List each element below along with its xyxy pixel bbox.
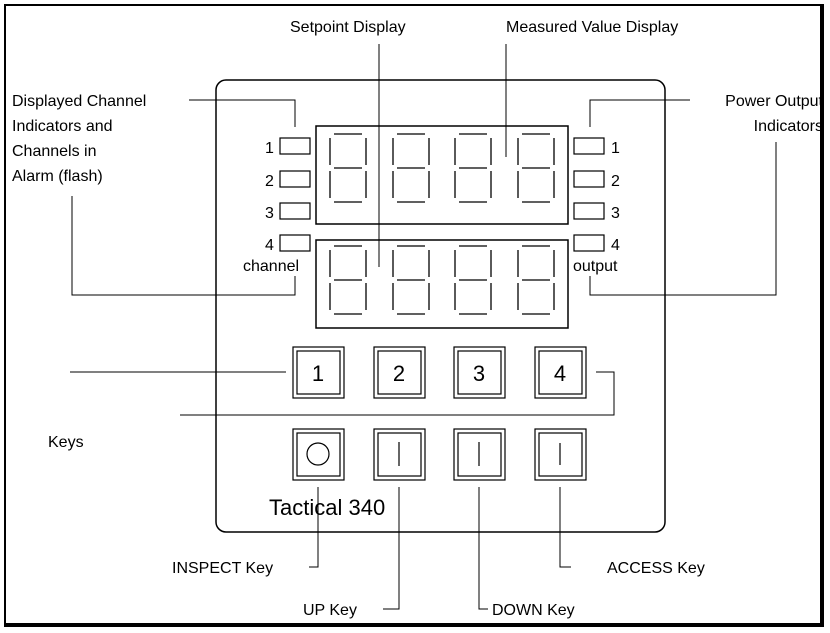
circle-icon <box>306 442 330 466</box>
up-key[interactable] <box>373 428 426 481</box>
up-leader <box>383 487 400 610</box>
key-2[interactable]: 2 <box>373 346 426 399</box>
key-2-label: 2 <box>393 361 405 386</box>
inspect-key-label: INSPECT Key <box>172 560 273 577</box>
keys-label: Keys <box>48 434 84 451</box>
access-key-label: ACCESS Key <box>607 560 705 577</box>
up-key-label: UP Key <box>303 602 357 619</box>
channel-word: channel <box>243 258 299 275</box>
access-key[interactable] <box>534 428 587 481</box>
output-indicators: 1 2 3 4 output <box>573 137 620 275</box>
channel-led-2 <box>279 170 311 188</box>
power-output-label-2: Indicators <box>754 118 823 135</box>
key-4[interactable]: 4 <box>534 346 587 399</box>
displayed-channel-label-4: Alarm (flash) <box>12 168 103 185</box>
channel-leader-bottom <box>71 196 296 296</box>
channel-leader-top <box>189 99 296 127</box>
key-3[interactable]: 3 <box>453 346 506 399</box>
diagram-frame <box>4 4 824 627</box>
output-number-3: 3 <box>611 205 620 222</box>
channel-number-4: 4 <box>265 237 274 254</box>
channel-number-3: 3 <box>265 205 274 222</box>
access-leader <box>559 487 571 568</box>
channel-number-2: 2 <box>265 173 274 190</box>
displayed-channel-label-3: Channels in <box>12 143 97 160</box>
channel-led-3 <box>279 202 311 220</box>
down-leader <box>478 487 488 610</box>
key-4-label: 4 <box>554 361 566 386</box>
channel-number-1: 1 <box>265 140 274 157</box>
digit-segments <box>329 133 555 315</box>
down-key[interactable] <box>453 428 506 481</box>
key-1-label: 1 <box>312 361 324 386</box>
output-number-2: 2 <box>611 173 620 190</box>
inspect-key[interactable] <box>292 428 345 481</box>
channel-led-4 <box>279 234 311 252</box>
keys-leader-right <box>180 371 615 416</box>
down-key-label: DOWN Key <box>492 602 575 619</box>
channel-indicators: 1 2 3 4 channel <box>243 137 311 275</box>
channel-led-1 <box>279 137 311 155</box>
measured-value-label: Measured Value Display <box>506 19 678 36</box>
output-word: output <box>573 258 618 275</box>
inspect-leader <box>309 487 319 568</box>
output-leader-bottom <box>589 142 777 296</box>
key-1[interactable]: 1 <box>292 346 345 399</box>
displayed-channel-label-2: Indicators and <box>12 118 113 135</box>
output-led-3 <box>573 202 605 220</box>
output-leader-top <box>589 99 690 127</box>
power-output-label-1: Power Output <box>725 93 823 110</box>
leader-lines <box>70 44 777 610</box>
model-name: Tactical 340 <box>269 495 385 520</box>
key-3-label: 3 <box>473 361 485 386</box>
output-number-1: 1 <box>611 140 620 157</box>
setpoint-display-label: Setpoint Display <box>290 19 406 36</box>
output-number-4: 4 <box>611 237 620 254</box>
output-led-1 <box>573 137 605 155</box>
setpoint-display <box>315 239 569 329</box>
measured-value-display <box>315 125 569 225</box>
output-led-2 <box>573 170 605 188</box>
output-led-4 <box>573 234 605 252</box>
displayed-channel-label-1: Displayed Channel <box>12 93 146 110</box>
device-panel <box>215 79 666 533</box>
